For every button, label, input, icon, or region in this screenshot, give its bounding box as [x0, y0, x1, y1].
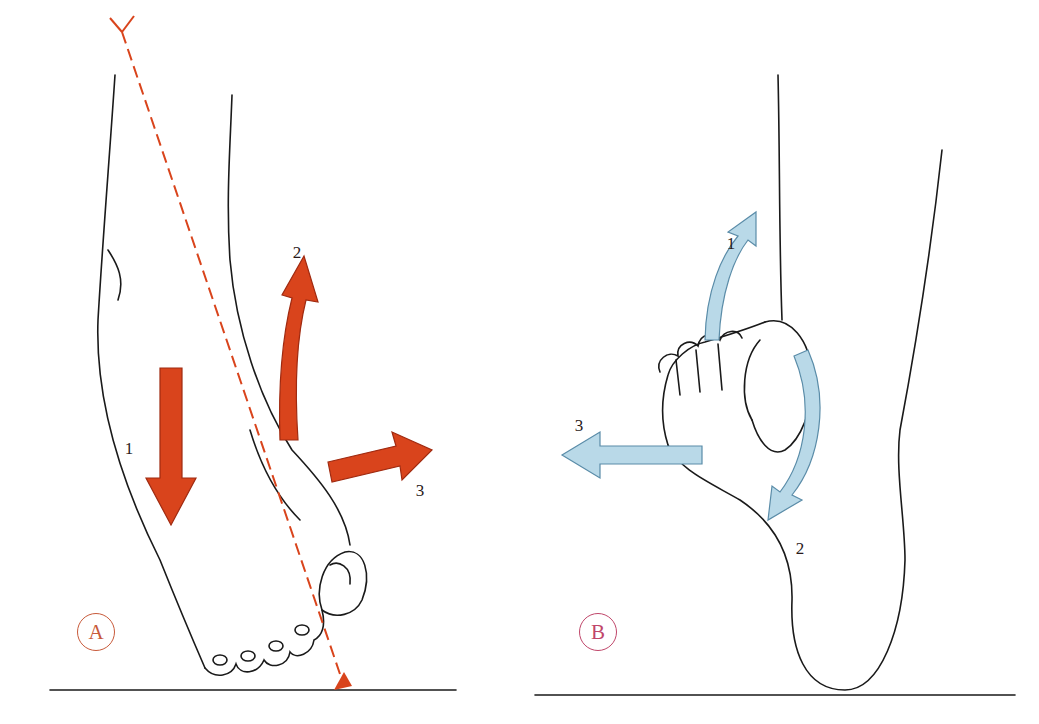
- callout-number: 2: [796, 540, 805, 557]
- panel-letter: B: [591, 622, 605, 643]
- panel-letter: A: [88, 622, 103, 643]
- callout-number: 3: [575, 417, 584, 434]
- callout-number: 1: [727, 235, 736, 252]
- panel-letter-circle: B: [579, 613, 617, 651]
- callout-number: 3: [416, 482, 425, 499]
- callout-number: 2: [293, 244, 302, 261]
- callout-number: 1: [125, 440, 134, 457]
- panel-letter-circle: A: [77, 613, 115, 651]
